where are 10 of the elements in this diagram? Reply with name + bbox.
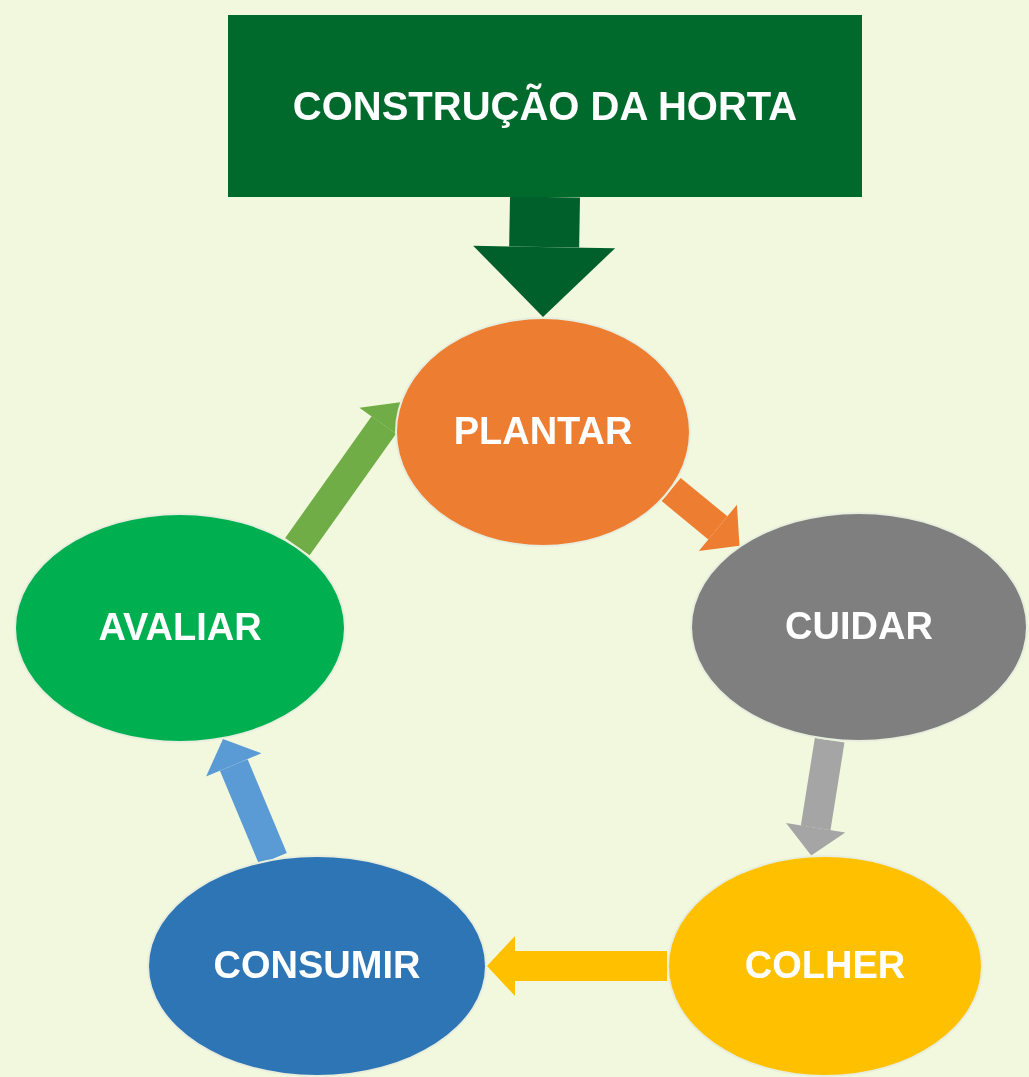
node-label: PLANTAR xyxy=(452,409,634,455)
node-label: CUIDAR xyxy=(784,604,934,650)
block-arrow xyxy=(473,196,616,317)
block-arrow xyxy=(661,477,740,552)
node-label: COLHER xyxy=(743,943,907,989)
node-label: CONSUMIR xyxy=(212,943,422,989)
node-label: CONSTRUÇÃO DA HORTA xyxy=(291,82,799,130)
block-arrow xyxy=(487,936,667,996)
title-box xyxy=(228,15,862,197)
node-label: AVALIAR xyxy=(97,605,263,651)
